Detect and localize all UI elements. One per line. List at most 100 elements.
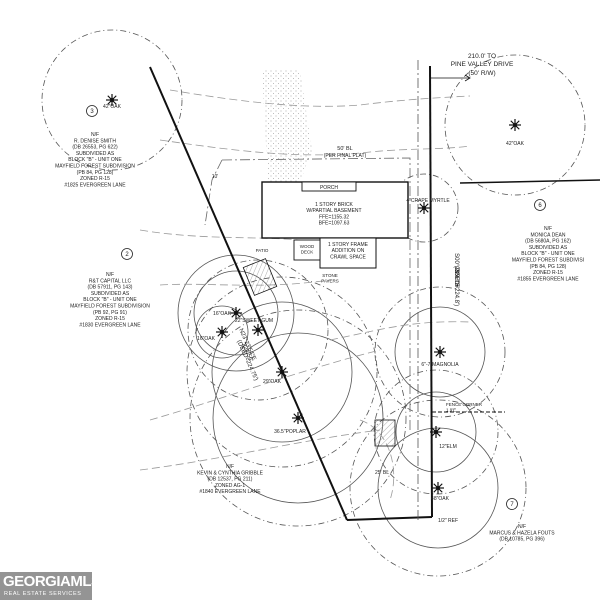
parcel-1-line-5: MAYFIELD FOREST SUBDIVISION: [70, 304, 150, 310]
road-name: PINE VALLEY DRIVE: [451, 61, 514, 68]
house-label-line-0: 1 STORY BRICK: [315, 202, 353, 208]
parcel-4-line-0: N/F: [518, 524, 526, 530]
parcel-1-line-3: SUBDIVIDED AS: [91, 291, 130, 297]
parcel-0-line-4: BLOCK "B" - UNIT ONE: [68, 157, 122, 163]
parcel-2-line-1: MONICA DEAN: [530, 232, 565, 238]
house-label-line-2: FFE=1155.32: [319, 214, 349, 220]
road-edge: [459, 179, 600, 184]
parcel-number-0: 3: [90, 109, 94, 115]
parcel-1-line-0: N/F: [106, 272, 114, 278]
parcel-2-line-4: BLOCK "B" - UNIT ONE: [521, 251, 575, 257]
parcel-1-line-2: (DB 57911, PG 143): [88, 285, 133, 291]
parcel-0-line-6: (PB 84, PG 128): [77, 170, 114, 176]
tree-canopies: [41, 29, 586, 577]
parcel-3-line-4: #1840 EVERGREEN LANE: [199, 489, 261, 495]
parcel-2-line-3: SUBDIVIDED AS: [529, 245, 568, 251]
parcel-3-line-3: ZONED AG-1: [215, 483, 246, 489]
pavers-label-line-1: PAVERS: [321, 279, 339, 284]
tree-icon: [430, 426, 442, 438]
tree-label-9: 48"OAK: [431, 496, 450, 502]
east-bearing-line-0: S00°28'27"E: [453, 253, 459, 287]
parcel-number-circle: [506, 498, 518, 510]
tree-icon: [418, 202, 430, 214]
shed-outline: [374, 419, 396, 447]
fence-corner-line-0: FENCE CORNER: [446, 402, 483, 407]
tree-label-0: 42"OAK: [103, 104, 122, 110]
parcel-0-line-2: (DB 26553, PG 622): [72, 145, 118, 151]
tree-icon: [252, 324, 264, 336]
setback-line: [204, 157, 411, 430]
parcel-0-line-5: MAYFIELD FOREST SUBDIVISION: [55, 164, 135, 170]
tree-label-7: 6"-7"MAGNOLIA: [421, 362, 459, 368]
tree-label-10: 4"CRAPE MYRTLE: [406, 198, 450, 204]
parcel-number-circle: [534, 199, 546, 211]
parcel-2-line-0: N/F: [544, 226, 552, 232]
parcel-3-line-2: (DB 12537, PG 211): [208, 477, 253, 483]
addition-label-line-0: 1 STORY FRAME: [328, 242, 369, 248]
tree-icon: [434, 346, 446, 358]
addition-label-line-1: ADDITION ON: [332, 248, 365, 254]
setback-source: (PER FINAL PLAT): [324, 153, 367, 159]
parcel-number-circle: [121, 248, 133, 260]
ten-foot-label: 10': [212, 174, 219, 180]
watermark-brand: GEORGIAMLS: [3, 573, 101, 590]
distance-25: 25' BL: [375, 470, 389, 476]
parcel-3-line-1: KEVIN & CYNTHIA GRIBBLE: [197, 470, 264, 476]
east-bearing-line-2: (DEED=224.8'): [453, 266, 459, 306]
tree-label-4: 16"OAK: [197, 336, 216, 342]
road-arrow-icon: [430, 74, 471, 82]
deck-label-line-0: WOOD: [300, 244, 315, 249]
parcel-2-line-5: MAYFIELD FOREST SUBDIVISI: [512, 258, 584, 264]
porch-label: PORCH: [320, 185, 338, 191]
parcel-0-line-1: R. DENISE SMITH: [74, 138, 116, 144]
parcel-0-line-7: ZONED R-15: [80, 176, 110, 182]
parcel-2-line-6: (PB 84, PG 128): [530, 264, 567, 270]
parcel-4-line-1: MARCUS & HAZELA FOUTS: [489, 530, 555, 536]
parcel-0-line-0: N/F: [91, 132, 99, 138]
tree-icon: [276, 366, 288, 378]
parcel-2-line-7: ZONED R-15: [533, 270, 563, 276]
deck-label-line-1: DECK: [301, 250, 314, 255]
addition-footprint: [319, 237, 377, 269]
road-row: (50' R/W): [468, 70, 495, 77]
parcel-2-line-8: #1855 EVERGREEN LANE: [517, 276, 579, 282]
parcel-number-2: 6: [538, 203, 542, 209]
tree-icon: [509, 119, 521, 131]
parcel-0-line-8: #1825 EVERGREEN LANE: [64, 182, 126, 188]
parcel-number-4: 7: [510, 502, 514, 508]
tree-label-3: 22"SWEET GUM: [235, 318, 273, 324]
parcel-4-line-2: (DB 10785, PG 396): [499, 537, 545, 543]
fence-corner-line-1: 1.9'E: [446, 408, 456, 413]
setback-label: 50' BL: [337, 146, 352, 152]
watermark-tagline: REAL ESTATE SERVICES: [4, 591, 82, 597]
patio-outline: [242, 258, 278, 296]
parcel-1-line-4: BLOCK "B" - UNIT ONE: [83, 297, 137, 303]
parcel-1-line-7: ZONED R-15: [95, 316, 125, 322]
parcel-number-circle: [86, 105, 98, 117]
tree-label-5: 29"OAK: [263, 379, 282, 385]
georgiamls-logo: GEORGIAMLS REAL ESTATE SERVICES: [0, 572, 101, 600]
tree-icon: [230, 307, 242, 319]
iron-pin-label: 1/2" REF: [438, 518, 458, 524]
parcel-number-1: 2: [125, 252, 129, 258]
tree-label-1: 42"OAK: [506, 141, 525, 147]
parcel-1-line-8: #1830 EVERGREEN LANE: [79, 322, 141, 328]
driveway: [262, 70, 312, 182]
parcel-1-line-6: (PB 92, PG 91): [93, 310, 127, 316]
parcel-0-line-3: SUBDIVIDED AS: [76, 151, 115, 157]
pavers-label-line-0: STONE: [322, 273, 337, 278]
patio-label: PATIO: [256, 248, 269, 253]
parcel-2-line-2: (DB 5680A, PG 162): [525, 239, 571, 245]
house-label-line-1: W/PARTIAL BASEMENT: [306, 208, 361, 214]
addition-label-line-2: CRAWL SPACE: [330, 254, 366, 260]
porch-outline: [301, 181, 357, 192]
tree-label-6: 36.5"POPLAR: [274, 429, 306, 435]
parcel-3-line-0: N/F: [226, 464, 234, 470]
tree-icon: [292, 412, 304, 424]
tree-label-8: 12"ELM: [439, 444, 457, 450]
tree-icon: [432, 482, 444, 494]
deck-outline: [293, 239, 321, 261]
tree-icon: [106, 94, 118, 106]
house-label-line-3: BFE=1097.63: [319, 221, 350, 227]
